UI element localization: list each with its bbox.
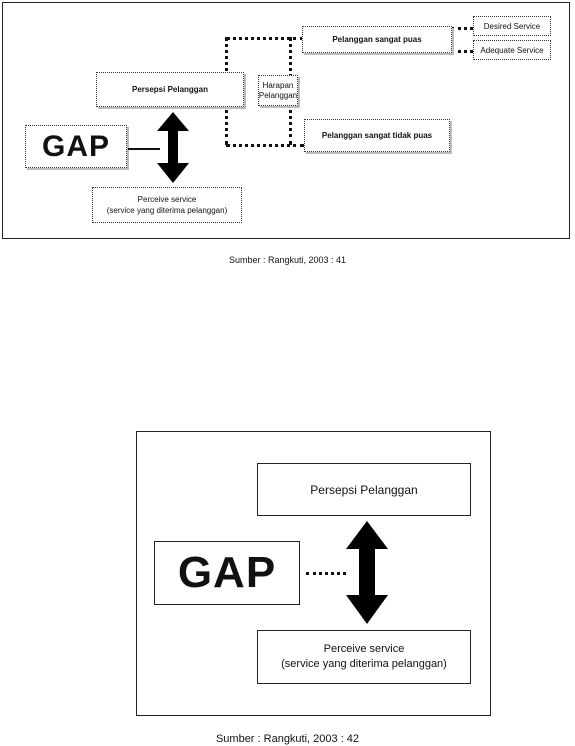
desired-service-label: Desired Service — [483, 21, 541, 31]
gap-box-2: GAP — [154, 541, 300, 605]
persepsi-pelanggan-label: Persepsi Pelanggan — [131, 85, 209, 94]
pelanggan-sangat-tidak-puas-box: Pelanggan sangat tidak puas — [304, 119, 450, 152]
harapan-pelanggan-box: Harapan Pelanggan — [258, 75, 298, 106]
caption-2-text: Sumber : Rangkuti, 2003 : 42 — [215, 733, 360, 745]
connector-bottom-horizontal — [226, 144, 304, 147]
adequate-service-box: Adequate Service — [473, 40, 551, 60]
gap-box-1: GAP — [25, 125, 127, 168]
caption-2: Sumber : Rangkuti, 2003 : 42 — [0, 733, 575, 745]
desired-service-box: Desired Service — [473, 16, 551, 36]
gap-label-2: GAP — [177, 548, 277, 597]
gap-connector-1 — [128, 148, 160, 150]
pelanggan-sangat-tidak-puas-label: Pelanggan sangat tidak puas — [321, 131, 433, 140]
perceive-service-subtitle-2: (service yang diterima pelanggan) — [281, 658, 447, 670]
perceive-service-box-1: Perceive service (service yang diterima … — [92, 187, 242, 223]
perceive-service-title-1: Perceive service — [137, 195, 197, 204]
pelanggan-sangat-puas-label: Pelanggan sangat puas — [332, 35, 422, 44]
gap-label-1: GAP — [41, 129, 110, 163]
caption-1-text: Sumber : Rangkuti, 2003 : 41 — [228, 255, 347, 265]
gap-dotted-connector-2 — [306, 572, 346, 575]
caption-1: Sumber : Rangkuti, 2003 : 41 — [0, 255, 575, 265]
persepsi-pelanggan-box: Persepsi Pelanggan — [96, 72, 244, 107]
diagram1-frame — [2, 2, 570, 239]
perceive-service-box-2: Perceive service (service yang diterima … — [257, 630, 471, 684]
persepsi-pelanggan-box-2: Persepsi Pelanggan — [257, 463, 471, 516]
perceive-service-title-2: Perceive service — [323, 643, 405, 655]
pelanggan-sangat-puas-box: Pelanggan sangat puas — [302, 26, 452, 53]
connector-adequate — [451, 50, 473, 53]
perceive-service-subtitle-1: (service yang diterima pelanggan) — [106, 206, 228, 215]
adequate-service-label: Adequate Service — [480, 45, 544, 55]
persepsi-pelanggan-label-2: Persepsi Pelanggan — [310, 482, 418, 497]
connector-desired — [451, 27, 473, 30]
diagram2-frame — [136, 431, 491, 716]
connector-top-horizontal — [226, 37, 304, 40]
harapan-pelanggan-label: Harapan Pelanggan — [258, 80, 298, 100]
